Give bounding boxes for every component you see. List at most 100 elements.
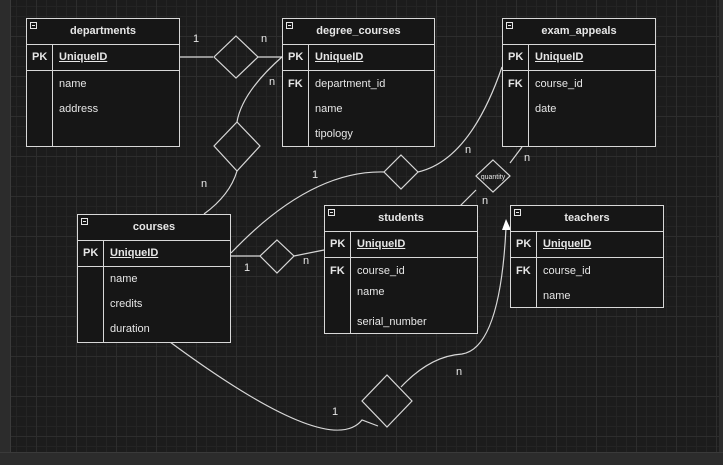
entity-departments[interactable]: departments PK UniqueID name address xyxy=(26,18,180,147)
field-name: UniqueID xyxy=(535,51,584,63)
link-exam-quantity[interactable] xyxy=(509,146,523,164)
entity-exam-appeals[interactable]: exam_appeals PK UniqueID FK course_id da… xyxy=(502,18,656,147)
field-row[interactable]: duration xyxy=(78,323,230,339)
field-row[interactable]: tipology xyxy=(283,128,434,144)
link-teachers-courses[interactable] xyxy=(400,227,507,388)
primary-key-row[interactable]: PK UniqueID xyxy=(78,241,230,267)
collapse-icon[interactable] xyxy=(506,22,513,29)
entity-title: students xyxy=(378,212,424,224)
link-degree-courses-top[interactable] xyxy=(236,55,284,123)
field-name: UniqueID xyxy=(110,247,159,259)
entity-students[interactable]: students PK UniqueID FK course_id name s… xyxy=(324,205,478,334)
key-type: PK xyxy=(508,51,524,63)
arrowhead-teachers xyxy=(502,219,511,230)
entity-header[interactable]: degree_courses xyxy=(283,19,434,45)
cardinality-label: 1 xyxy=(244,262,251,274)
collapse-icon[interactable] xyxy=(328,209,335,216)
primary-key-row[interactable]: PK UniqueID xyxy=(511,232,663,258)
collapse-icon[interactable] xyxy=(81,218,88,225)
entity-header[interactable]: teachers xyxy=(511,206,663,232)
cardinality-label: n xyxy=(261,33,268,45)
field-name: tipology xyxy=(315,128,353,140)
field-row[interactable]: name xyxy=(511,290,663,306)
entity-header[interactable]: students xyxy=(325,206,477,232)
relationship-diamond-deg-courses[interactable] xyxy=(213,121,261,172)
frame-left-edge xyxy=(0,0,11,465)
primary-key-row[interactable]: PK UniqueID xyxy=(283,45,434,71)
relationship-diamond-quantity[interactable] xyxy=(475,159,511,193)
cardinality-label: n xyxy=(201,178,208,190)
entity-title: courses xyxy=(132,221,176,233)
primary-key-row[interactable]: PK UniqueID xyxy=(325,232,477,258)
field-name: UniqueID xyxy=(357,238,406,250)
field-name: course_id xyxy=(543,265,591,277)
relationship-diamond-courses-teachers[interactable] xyxy=(361,374,413,428)
field-row[interactable]: FK course_id xyxy=(503,78,655,94)
field-row[interactable]: FK course_id xyxy=(325,265,477,281)
field-name: department_id xyxy=(315,78,386,90)
cardinality-label: n xyxy=(456,366,463,378)
field-row[interactable]: date xyxy=(503,103,655,119)
key-type: PK xyxy=(288,51,304,63)
key-type: FK xyxy=(508,78,523,90)
field-row[interactable]: FK course_id xyxy=(511,265,663,281)
collapse-icon[interactable] xyxy=(286,22,293,29)
key-type: FK xyxy=(288,78,303,90)
cardinality-label: 1 xyxy=(332,406,339,418)
relationship-diamond-dep-deg[interactable] xyxy=(213,35,259,79)
cardinality-label: n xyxy=(482,195,489,207)
collapse-icon[interactable] xyxy=(30,22,37,29)
cardinality-label: 1 xyxy=(312,169,319,181)
link-exam-courses[interactable] xyxy=(417,66,503,173)
entity-teachers[interactable]: teachers PK UniqueID FK course_id name xyxy=(510,205,664,308)
field-name: UniqueID xyxy=(543,238,592,250)
field-name: serial_number xyxy=(357,316,427,328)
field-name: date xyxy=(535,103,557,115)
entity-title: degree_courses xyxy=(316,25,401,37)
key-type: FK xyxy=(516,265,531,277)
field-row[interactable]: name xyxy=(325,286,477,302)
field-row[interactable]: address xyxy=(27,103,179,119)
field-name: name xyxy=(59,78,87,90)
entity-header[interactable]: courses xyxy=(78,215,230,241)
key-type: PK xyxy=(330,238,346,250)
field-name: credits xyxy=(110,298,143,310)
field-row[interactable]: FK department_id xyxy=(283,78,434,94)
entity-header[interactable]: departments xyxy=(27,19,179,45)
entity-title: departments xyxy=(69,25,137,37)
entity-courses[interactable]: courses PK UniqueID name credits duratio… xyxy=(77,214,231,343)
entity-title: exam_appeals xyxy=(541,25,617,37)
field-row[interactable]: name xyxy=(78,273,230,289)
field-name: name xyxy=(315,103,343,115)
relationship-diamond-courses-exam[interactable] xyxy=(383,154,419,190)
field-name: duration xyxy=(110,323,150,335)
field-row[interactable]: serial_number xyxy=(325,316,477,332)
entity-title: teachers xyxy=(564,212,610,224)
link-courses-exam[interactable] xyxy=(230,171,385,254)
frame-bottom-edge xyxy=(0,452,723,465)
entity-degree-courses[interactable]: degree_courses PK UniqueID FK department… xyxy=(282,18,435,147)
primary-key-row[interactable]: PK UniqueID xyxy=(503,45,655,71)
field-row[interactable]: name xyxy=(283,103,434,119)
link-quantity-students[interactable] xyxy=(459,189,477,207)
collapse-icon[interactable] xyxy=(514,209,521,216)
link-degree-courses-bottom[interactable] xyxy=(203,170,238,215)
cardinality-label: 1 xyxy=(193,33,200,45)
field-name: UniqueID xyxy=(315,51,364,63)
link-courses-teachers[interactable] xyxy=(169,341,379,431)
link-students-courses[interactable] xyxy=(293,249,325,257)
key-type: PK xyxy=(516,238,532,250)
entity-header[interactable]: exam_appeals xyxy=(503,19,655,45)
field-name: address xyxy=(59,103,99,115)
field-row[interactable]: name xyxy=(27,78,179,94)
primary-key-row[interactable]: PK UniqueID xyxy=(27,45,179,71)
key-type: FK xyxy=(330,265,345,277)
cardinality-label: n xyxy=(524,152,531,164)
key-type: PK xyxy=(83,247,99,259)
cardinality-label: n xyxy=(465,144,472,156)
field-row[interactable]: credits xyxy=(78,298,230,314)
relationship-diamond-courses-students[interactable] xyxy=(259,239,295,274)
key-type: PK xyxy=(32,51,48,63)
field-name: UniqueID xyxy=(59,51,108,63)
